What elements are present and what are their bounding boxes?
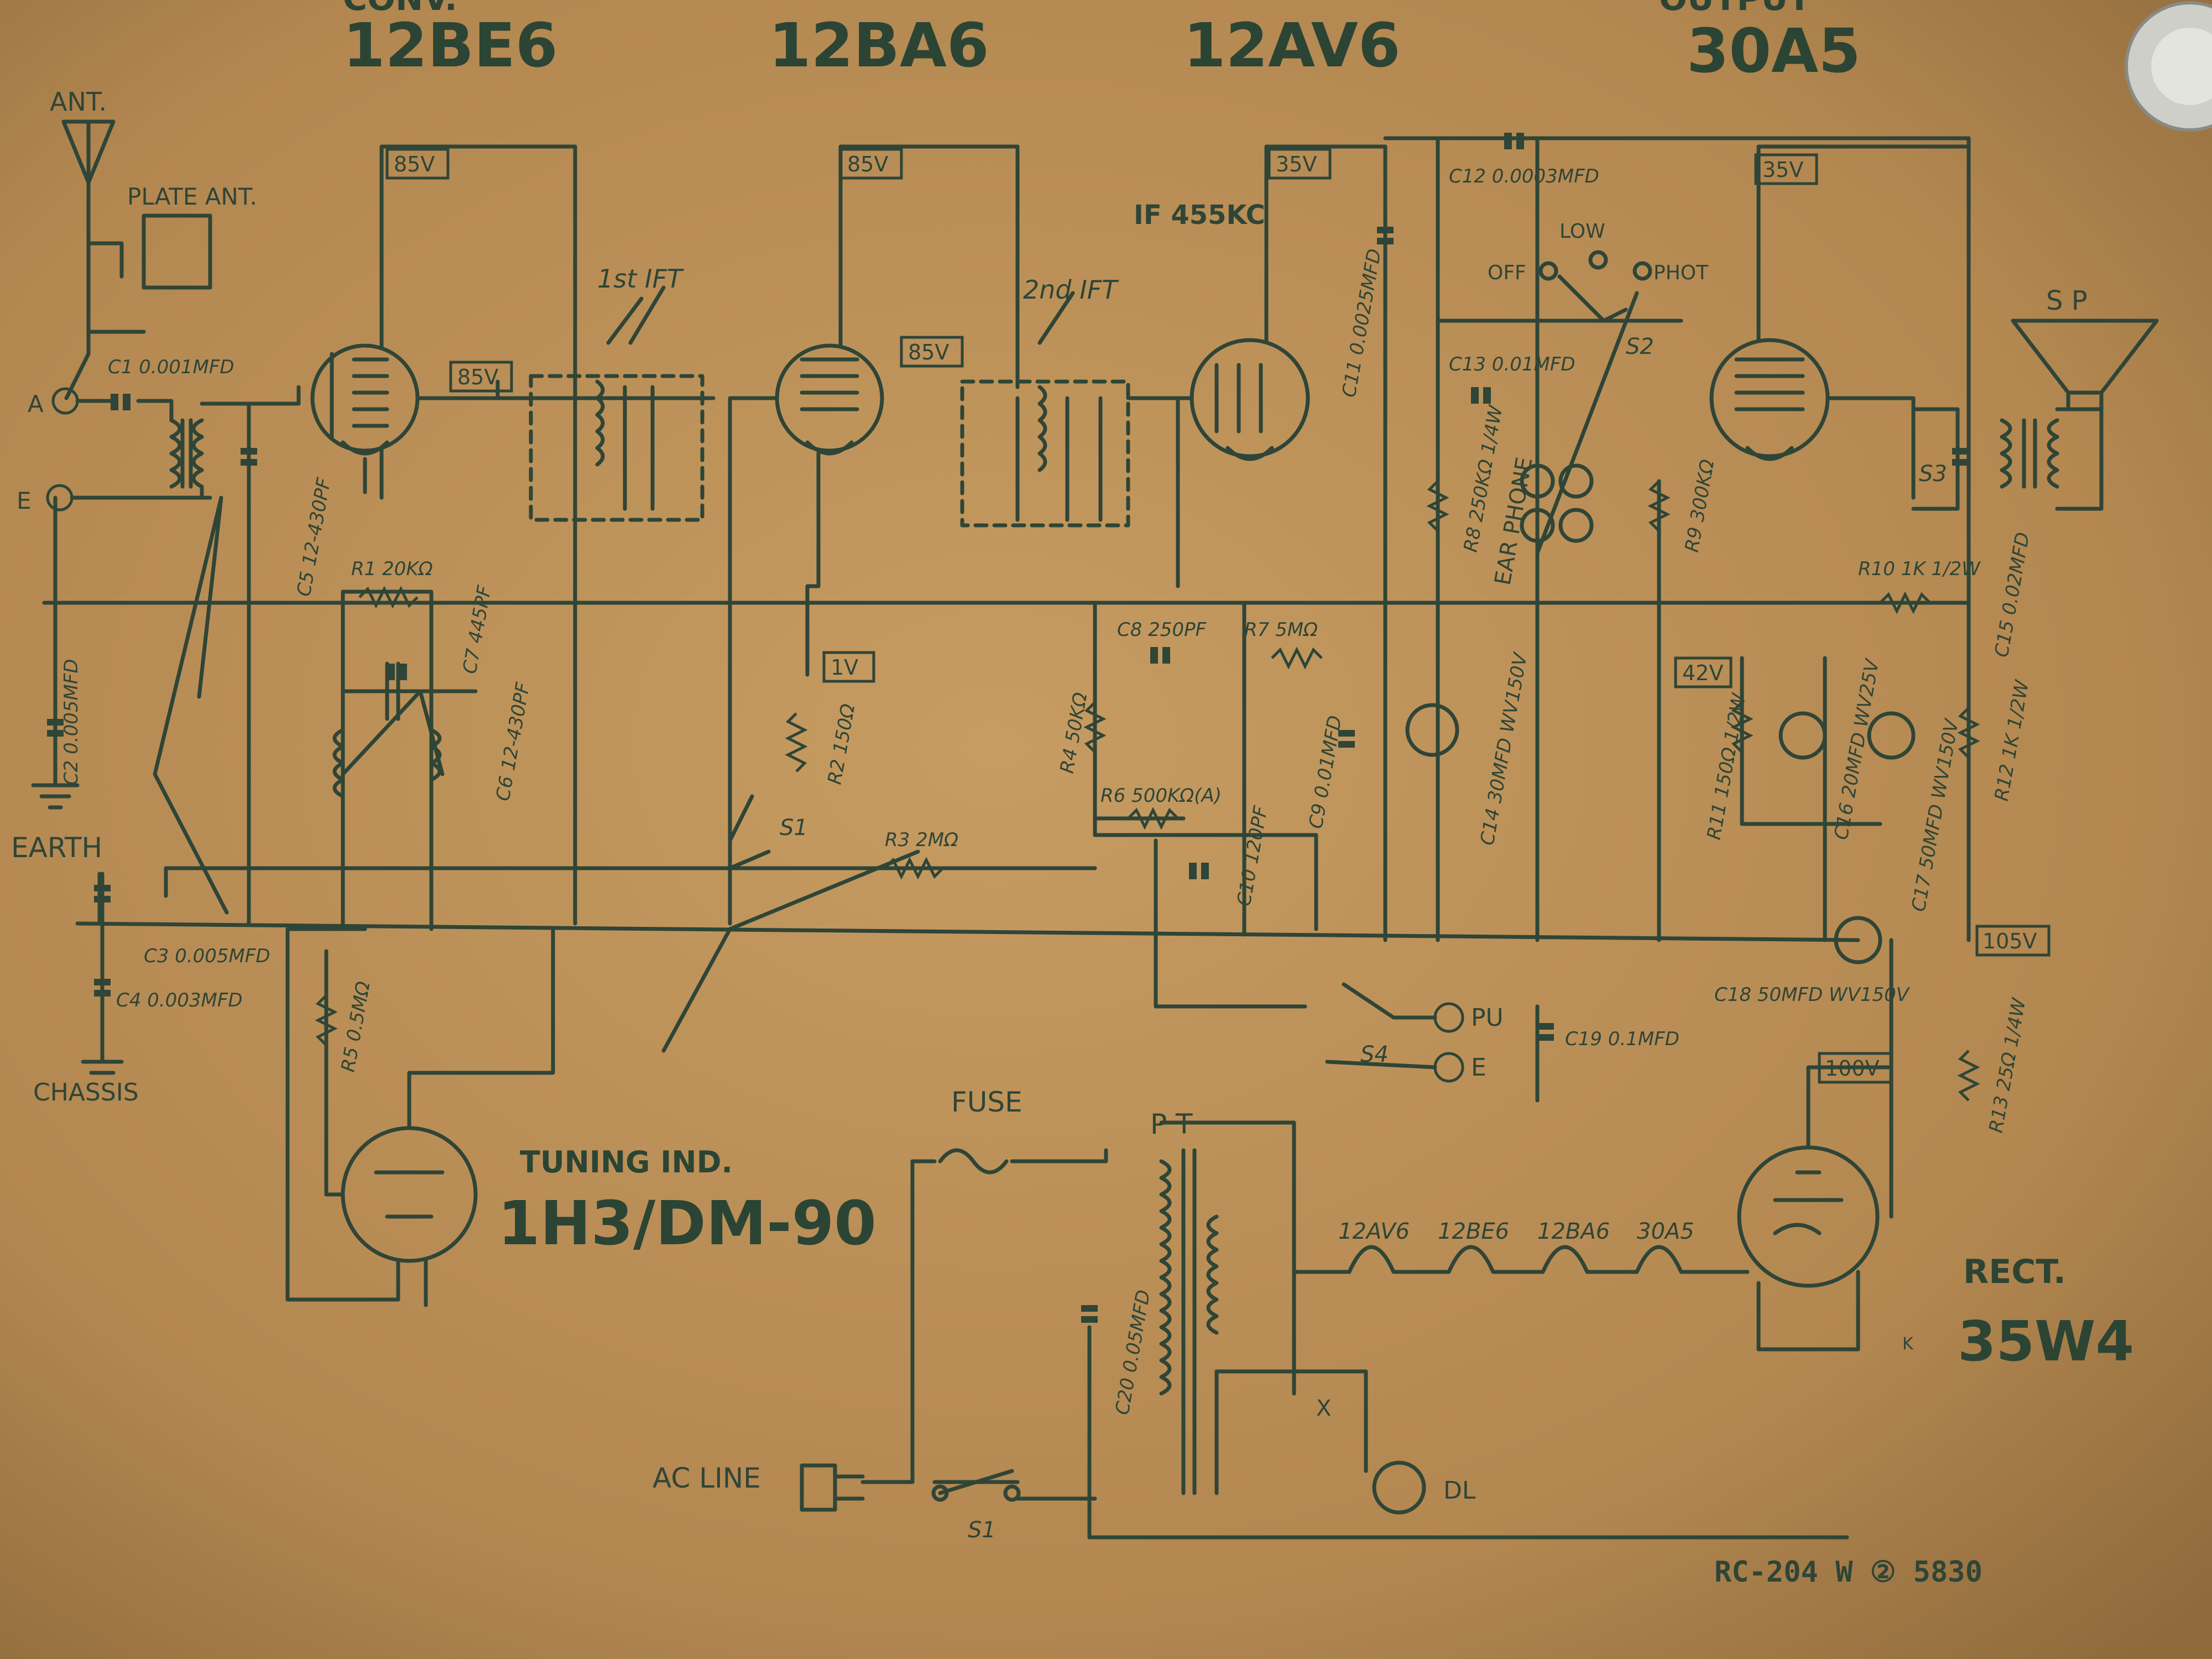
cap-c4: C4 0.003MFD xyxy=(116,989,243,1011)
label-low: LOW xyxy=(1559,220,1605,243)
top-fragment-conv: CONV. xyxy=(343,0,457,18)
switch-s2: S2 xyxy=(1626,334,1654,359)
label-x: X xyxy=(1316,1396,1331,1421)
tube-label-30a5: 30A5 xyxy=(1687,15,1861,86)
voltage-85v-if: 85V xyxy=(847,152,888,176)
label-part-code: RC-204 W ② 5830 xyxy=(1714,1556,1983,1589)
switch-s4: S4 xyxy=(1360,1042,1389,1067)
label-if-455kc: IF 455KC xyxy=(1134,200,1265,231)
cap-c12: C12 0.0003MFD xyxy=(1449,165,1599,187)
res-r3: R3 2MΩ xyxy=(885,829,958,851)
cap-c3: C3 0.005MFD xyxy=(144,945,270,967)
label-rect-tube: 35W4 xyxy=(1958,1309,2134,1374)
cap-c19: C19 0.1MFD xyxy=(1565,1028,1679,1050)
heater-label-12be6: 12BE6 xyxy=(1438,1219,1509,1244)
label-pt: P T xyxy=(1150,1108,1193,1140)
switch-s1-power: S1 xyxy=(968,1517,996,1543)
voltage-42v: 42V xyxy=(1682,661,1723,685)
voltage-100v: 100V xyxy=(1825,1056,1880,1081)
res-r7: R7 5MΩ xyxy=(1244,619,1318,641)
label-off: OFF xyxy=(1488,262,1526,284)
label-phot: PHOT xyxy=(1653,262,1709,284)
switch-labels: S1 S2 S3 S4 S1 xyxy=(780,334,1947,1543)
tube-label-12av6: 12AV6 xyxy=(1183,10,1400,81)
label-k: K xyxy=(1902,1334,1914,1354)
label-2nd-ift: 2nd IFT xyxy=(1023,275,1119,305)
heater-label-12av6: 12AV6 xyxy=(1338,1219,1410,1244)
label-dl: DL xyxy=(1443,1477,1476,1505)
resistor-symbols xyxy=(315,480,1980,1102)
label-ac-line: AC LINE xyxy=(653,1462,761,1494)
res-r10: R10 1K 1/2W xyxy=(1858,558,1981,580)
res-r1: R1 20KΩ xyxy=(351,558,433,580)
label-tuning-ind: TUNING IND. xyxy=(520,1145,733,1180)
voltage-85v-conv-screen: 85V xyxy=(457,365,498,389)
label-speaker: S P xyxy=(2046,285,2088,316)
voltage-85v-conv: 85V xyxy=(394,152,435,176)
bottom-labels: TUNING IND. 1H3/DM-90 RECT. 35W4 12AV6 1… xyxy=(498,1145,2134,1589)
label-chassis: CHASSIS xyxy=(33,1078,139,1107)
label-1st-ift: 1st IFT xyxy=(597,264,685,294)
capacitor-symbols xyxy=(47,133,1969,1323)
voltage-35v-det: 35V xyxy=(1276,152,1317,176)
input-labels: ANT. PLATE ANT. A E EARTH CHASSIS xyxy=(11,87,257,1107)
label-e: E xyxy=(17,487,32,514)
wiring xyxy=(31,119,2159,1540)
label-ant: ANT. xyxy=(50,87,107,117)
switch-s3: S3 xyxy=(1919,461,1947,487)
tube-label-12ba6: 12BA6 xyxy=(769,10,989,81)
heater-label-30a5: 30A5 xyxy=(1637,1219,1694,1244)
voltage-1v: 1V xyxy=(831,655,858,680)
top-fragment-output: OUTPUT xyxy=(1659,0,1811,18)
label-pu: PU xyxy=(1471,1004,1504,1032)
cap-c2: C2 0.005MFD xyxy=(60,659,82,785)
voltage-boxes: 85V 85V 85V 85V 35V 35V 1V 42V 105V 100V xyxy=(385,148,2051,1084)
res-r6: R6 500KΩ(A) xyxy=(1100,785,1222,807)
cap-c13: C13 0.01MFD xyxy=(1449,353,1575,375)
cap-c18: C18 50MFD WV150V xyxy=(1714,984,1911,1006)
voltage-35v-out: 35V xyxy=(1762,158,1803,182)
label-pu-e: E xyxy=(1471,1053,1486,1082)
label-a: A xyxy=(28,390,44,418)
label-earth: EARTH xyxy=(11,832,102,864)
label-tuning-tube: 1H3/DM-90 xyxy=(498,1188,877,1259)
label-plate-ant: PLATE ANT. xyxy=(127,183,257,210)
tube-label-12be6: 12BE6 xyxy=(343,10,558,81)
label-fuse: FUSE xyxy=(951,1086,1022,1118)
switch-s1: S1 xyxy=(780,815,808,841)
label-rect: RECT. xyxy=(1963,1253,2066,1291)
heater-label-12ba6: 12BA6 xyxy=(1537,1219,1610,1244)
header-labels: CONV. OUTPUT 12BE6 12BA6 12AV6 30A5 xyxy=(343,0,1861,86)
cap-c8: C8 250PF xyxy=(1117,619,1207,641)
voltage-105v: 105V xyxy=(1983,929,2037,953)
voltage-85v-if-screen: 85V xyxy=(908,340,949,364)
corner-knob xyxy=(2125,1,2212,132)
cap-c1: C1 0.001MFD xyxy=(108,356,234,378)
block-labels: 1st IFT 2nd IFT IF 455KC LOW OFF PHOT S … xyxy=(597,200,2088,1505)
